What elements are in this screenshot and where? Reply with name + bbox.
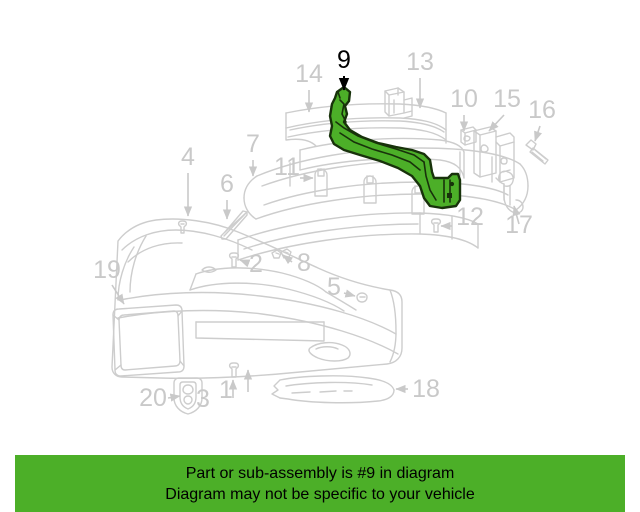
callout-label-4: 4	[181, 143, 195, 171]
callout-label-15: 15	[493, 85, 521, 113]
part-bumper-cover-screw	[228, 362, 240, 378]
callout-label-19: 19	[93, 256, 121, 284]
parts-diagram-svg: 1 2 3 4 5 6 7 8 9 10 11 12 13 14 15 16 1…	[93, 46, 556, 415]
callout-label-20: 20	[139, 384, 167, 412]
callout-label-7: 7	[246, 130, 260, 158]
part-impact-bar-bolt	[430, 218, 442, 233]
part-front-bumper-cover	[111, 218, 403, 379]
part-upper-retainer-clip	[177, 220, 188, 234]
callout-label-8: 8	[297, 249, 311, 277]
part-energy-absorber	[243, 147, 529, 220]
part-lower-support-rail	[237, 212, 479, 261]
part-flange-bolt	[525, 139, 549, 165]
callout-label-14: 14	[295, 60, 323, 88]
callout-label-1: 1	[219, 376, 233, 404]
callout-label-17: 17	[505, 211, 533, 239]
banner-line-secondary: Diagram may not be specific to your vehi…	[165, 485, 475, 503]
part-lower-valance-spoiler	[271, 375, 395, 404]
callout-label-18: 18	[412, 375, 440, 403]
callout-label-11: 11	[274, 153, 300, 181]
callout-label-16: 16	[528, 96, 556, 124]
callout-label-6: 6	[220, 170, 234, 198]
callout-label-9: 9	[337, 46, 351, 74]
part-bumper-nut	[356, 292, 368, 303]
leader-lines	[111, 78, 542, 402]
part-emblem-badge	[173, 377, 203, 415]
callout-label-2: 2	[249, 250, 263, 278]
callout-label-3: 3	[196, 385, 210, 413]
part-absorber-pins	[314, 168, 425, 215]
callout-label-12: 12	[456, 203, 484, 231]
parts-diagram: 1 2 3 4 5 6 7 8 9 10 11 12 13 14 15 16 1…	[93, 46, 556, 415]
part-info-banner: Part or sub-assembly is #9 in diagram Di…	[15, 455, 625, 512]
part-bumper-reinforcement-bracket-highlighted	[328, 85, 462, 210]
callout-labels: 1 2 3 4 5 6 7 8 9 10 11 12 13 14 15 16 1…	[93, 46, 556, 413]
part-license-plate-bracket	[112, 304, 185, 377]
callout-label-10: 10	[450, 85, 478, 113]
banner-line-primary: Part or sub-assembly is #9 in diagram	[185, 464, 455, 482]
part-bumper-cover-clip	[228, 252, 240, 268]
callout-label-13: 13	[406, 48, 434, 76]
callout-label-5: 5	[327, 273, 341, 301]
part-tow-hook-bracket	[384, 87, 413, 119]
